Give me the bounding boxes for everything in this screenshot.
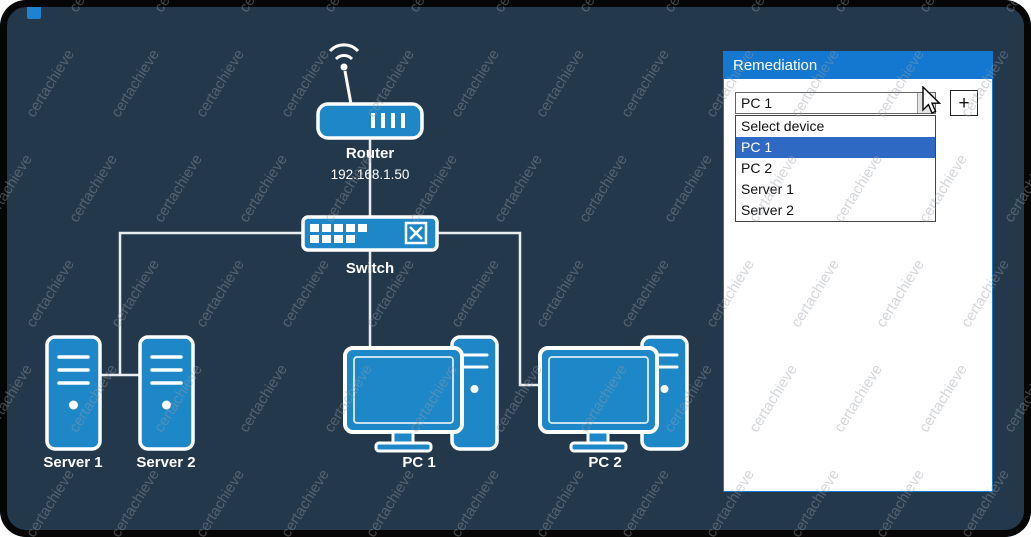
pc-1-label: PC 1 (402, 454, 436, 471)
switch-icon (301, 215, 439, 252)
dropdown-option-pc-2[interactable]: PC 2 (741, 160, 773, 176)
device-dropdown-list: Select device PC 1 PC 2 Server 1 Server … (735, 115, 936, 222)
add-device-button[interactable]: + (950, 90, 978, 116)
pc-2-icon (538, 335, 689, 453)
device-combobox[interactable]: PC 1 ▼ (735, 92, 936, 114)
dropdown-option-server-1[interactable]: Server 1 (741, 181, 794, 197)
dropdown-option-server-2[interactable]: Server 2 (741, 202, 794, 218)
switch-label: Switch (345, 260, 395, 277)
mouse-cursor (922, 86, 942, 114)
remediation-panel: Remediation PC 1 ▼ + Select device PC 1 … (723, 51, 993, 492)
remediation-panel-header: Remediation (724, 52, 992, 79)
remediation-title: Remediation (733, 57, 818, 74)
router-label: Router (345, 145, 395, 162)
connection-lines (100, 137, 540, 387)
router-ip-address: 192.168.1.50 (330, 167, 410, 182)
server-2-icon (138, 335, 195, 451)
pc-1-icon (343, 335, 499, 453)
server-1-icon (45, 335, 102, 451)
server-2-label: Server 2 (136, 454, 196, 471)
device-combobox-value: PC 1 (741, 95, 773, 111)
dropdown-option-pc-1[interactable]: PC 1 (736, 137, 935, 158)
server-1-label: Server 1 (43, 454, 103, 471)
wifi-antenna-icon (328, 43, 360, 71)
pc-2-label: PC 2 (588, 454, 622, 471)
router-icon (316, 43, 424, 140)
corner-accent-square (27, 5, 41, 19)
dropdown-option-select-device[interactable]: Select device (741, 118, 825, 134)
